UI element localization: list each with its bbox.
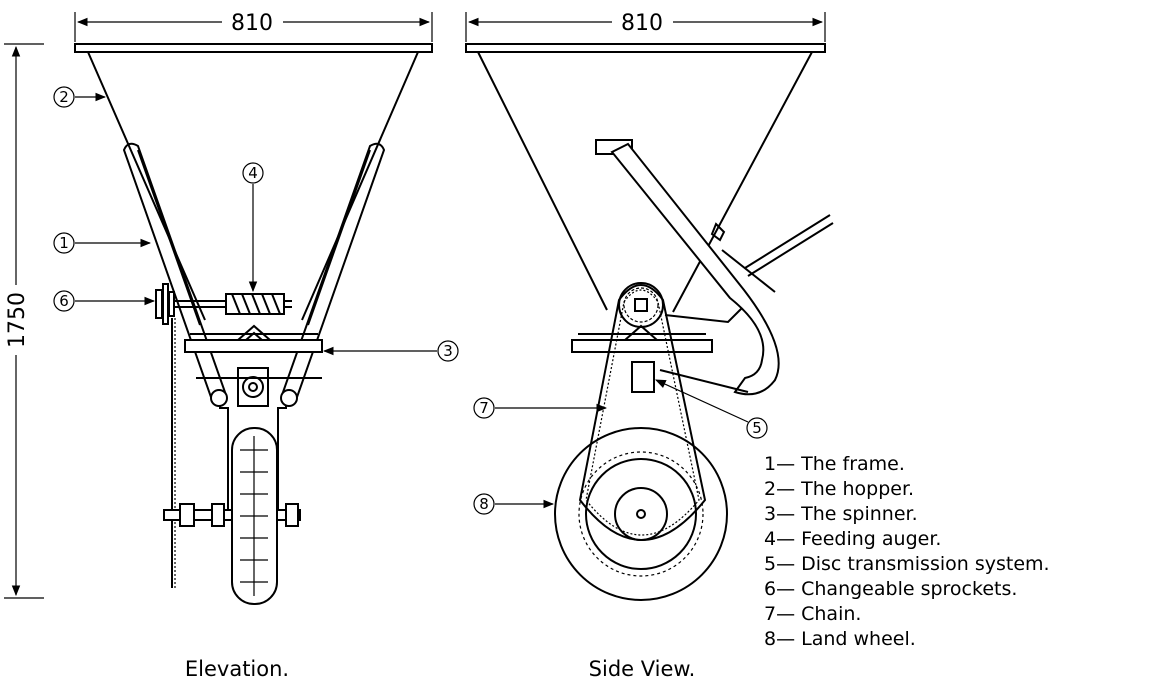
callout-6: 6 [53,290,156,312]
side-hopper-rim [465,43,826,53]
svg-text:1: 1 [59,234,69,252]
callout-8: 8 [473,493,555,515]
callout-4: 4 [242,162,264,293]
elevation-feeding-auger [225,293,285,315]
callout-5: 5 [655,379,768,439]
callout-7: 7 [473,397,608,419]
dimension-overall-height: 1750 [4,43,44,599]
legend-item: 8— Land wheel. [764,628,916,650]
elevation-hub [196,367,322,407]
elevation-land-wheel [231,427,278,605]
side-hopper [477,51,813,313]
svg-text:6: 6 [59,292,69,310]
elevation-spinner [184,324,323,353]
dimension-label-side-width: 810 [621,11,663,36]
side-disc-transmission [631,361,655,393]
legend-item: 7— Chain. [764,603,861,625]
legend-item: 1— The frame. [764,453,905,475]
parts-legend: 1— The frame. 2— The hopper. 3— The spin… [764,453,1050,650]
side-land-wheel [554,427,728,601]
legend-item: 3— The spinner. [764,503,918,525]
elevation-view [74,43,433,605]
callout-3: 3 [322,340,459,362]
side-chain [578,284,707,541]
elevation-frame-right [280,142,386,402]
svg-text:7: 7 [479,399,489,417]
legend-item: 5— Disc transmission system. [764,553,1050,575]
elevation-chain [171,318,176,588]
view-title-side: Side View. [589,657,696,681]
svg-text:3: 3 [443,342,453,360]
side-view [465,43,834,601]
dimension-label-elevation-width: 810 [231,11,273,36]
legend-item: 2— The hopper. [764,478,914,500]
svg-text:4: 4 [248,164,258,182]
svg-text:8: 8 [479,495,489,513]
view-title-elevation: Elevation. [185,657,289,681]
elevation-frame-left [122,142,228,402]
elevation-hopper-rim [74,43,433,53]
side-frame [595,139,834,396]
elevation-hopper [87,51,419,321]
dimension-elevation-width: 810 [74,11,433,42]
svg-text:5: 5 [752,419,762,437]
callout-2: 2 [53,86,107,108]
legend-item: 6— Changeable sprockets. [764,578,1017,600]
legend-item: 4— Feeding auger. [764,528,941,550]
dimension-label-overall-height: 1750 [5,292,30,348]
dimension-side-width: 810 [465,11,826,42]
elevation-changeable-sprockets [155,283,175,325]
callout-1: 1 [53,232,152,254]
side-spinner [571,324,713,353]
svg-text:2: 2 [59,88,69,106]
